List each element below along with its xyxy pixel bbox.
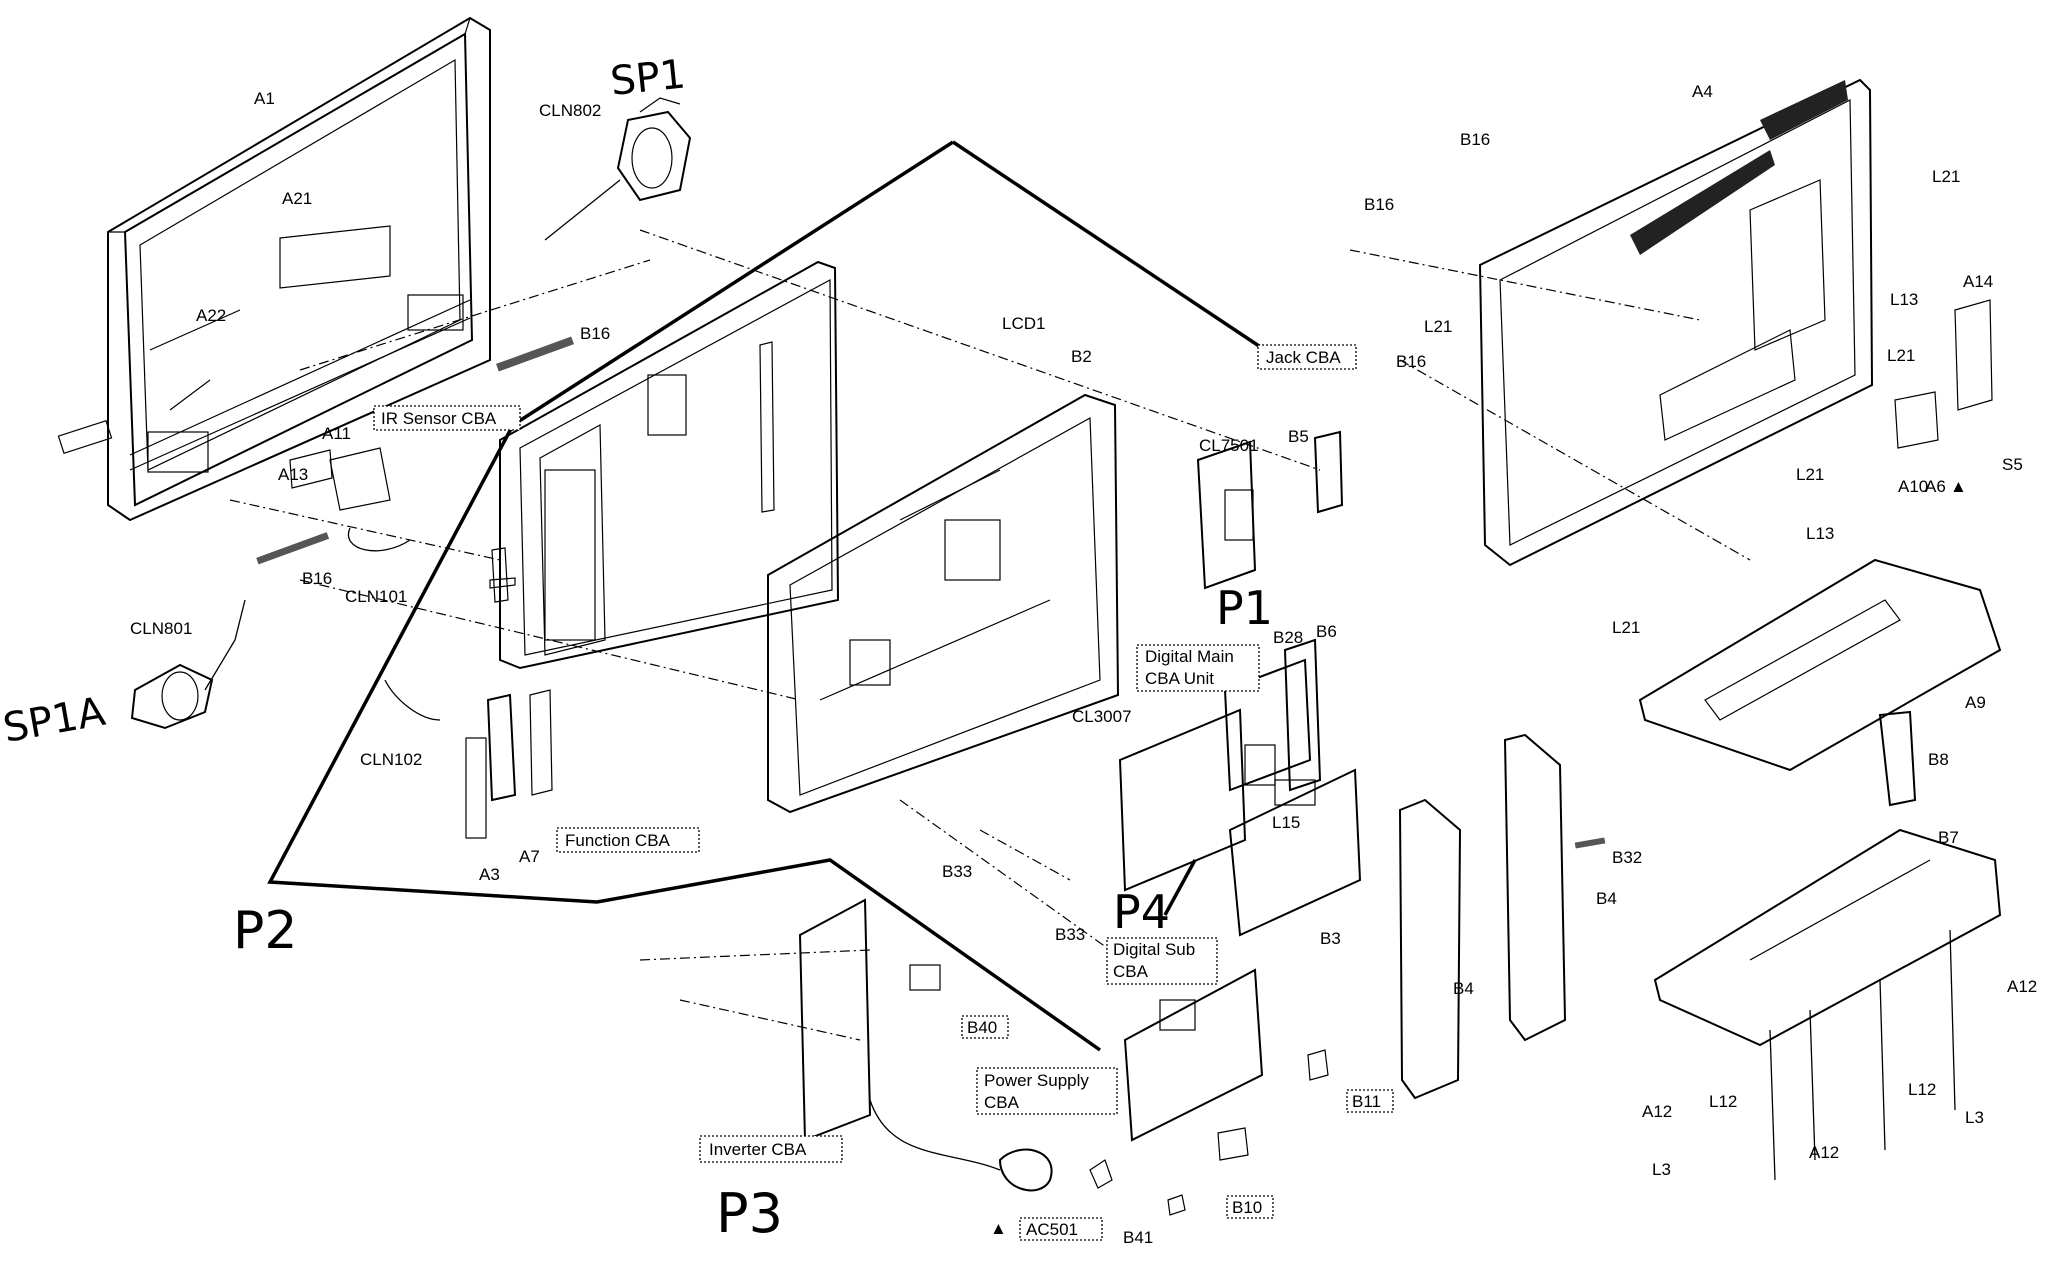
labels: A1 A21 A22 A11 A13 CLN802 B16 B16 CLN101… [130, 82, 2037, 1247]
label-a3: A3 [479, 865, 500, 884]
label-l21-e: L21 [1612, 618, 1640, 637]
label-a9: A9 [1965, 693, 1986, 712]
label-cln101: CLN101 [345, 587, 407, 606]
label-b16-d: B16 [1364, 195, 1394, 214]
label-digital-main-1: Digital Main [1145, 647, 1234, 666]
label-a12-b: A12 [1642, 1102, 1672, 1121]
hand-p2: P2 [233, 901, 297, 961]
label-b3: B3 [1320, 929, 1341, 948]
speaker-sp1a [130, 599, 246, 730]
hand-p1: P1 [1216, 581, 1273, 635]
label-l21-d: L21 [1796, 465, 1824, 484]
label-power-supply-2: CBA [984, 1093, 1020, 1112]
label-digital-sub-2: CBA [1113, 962, 1149, 981]
label-l12-b: L12 [1908, 1080, 1936, 1099]
label-cln102: CLN102 [360, 750, 422, 769]
label-b32: B32 [1612, 848, 1642, 867]
label-cl7501: CL7501 [1199, 436, 1259, 455]
label-ac501: AC501 [1026, 1220, 1078, 1239]
label-cl3007: CL3007 [1072, 707, 1132, 726]
label-cln801: CLN801 [130, 619, 192, 638]
label-a7: A7 [519, 847, 540, 866]
label-digital-sub-1: Digital Sub [1113, 940, 1195, 959]
power-supply-cba [1123, 968, 1329, 1216]
label-b40: B40 [967, 1018, 997, 1037]
label-b11: B11 [1352, 1092, 1381, 1111]
hand-p4: P4 [1113, 885, 1170, 939]
label-lcd1: LCD1 [1002, 314, 1045, 333]
label-b8: B8 [1928, 750, 1949, 769]
label-b5: B5 [1288, 427, 1309, 446]
label-b2: B2 [1071, 347, 1092, 366]
stand-columns [1398, 733, 1606, 1100]
label-b10: B10 [1232, 1198, 1262, 1217]
rear-cabinet [1478, 78, 1993, 567]
stand-base [1638, 558, 2002, 1181]
label-a10: A10 [1898, 477, 1928, 496]
label-b6: B6 [1316, 622, 1337, 641]
label-s5: S5 [2002, 455, 2023, 474]
label-b33-a: B33 [942, 862, 972, 881]
shield-plate-b2 [767, 393, 1120, 814]
label-l3-b: L3 [1652, 1160, 1671, 1179]
label-b28: B28 [1273, 628, 1303, 647]
jack-cba [1196, 430, 1344, 590]
handwritten-annotations: SP1 SP1A P1 P2 P3 P4 [0, 51, 1273, 1245]
label-b16-e: B16 [1396, 352, 1426, 371]
label-a12-c: A12 [1809, 1143, 1839, 1162]
label-power-supply-1: Power Supply [984, 1071, 1089, 1090]
label-a1: A1 [254, 89, 275, 108]
hand-sp1a: SP1A [0, 689, 109, 752]
label-digital-main-2: CBA Unit [1145, 669, 1214, 688]
label-l21-c: L21 [1887, 346, 1915, 365]
label-b16-c: B16 [1460, 130, 1490, 149]
boxed-labels: IR Sensor CBA Jack CBA Function CBA Digi… [373, 344, 1394, 1241]
label-a22: A22 [196, 306, 226, 325]
label-b4-a: B4 [1453, 979, 1474, 998]
label-b7: B7 [1938, 828, 1959, 847]
callout-lines [229, 140, 1751, 1052]
label-b16-left: B16 [302, 569, 332, 588]
label-inverter-cba: Inverter CBA [709, 1140, 807, 1159]
label-b4-b: B4 [1596, 889, 1617, 908]
lcd-panel [499, 260, 840, 670]
digital-main-cba [1118, 638, 1362, 937]
front-small-parts [256, 336, 574, 839]
hand-sp1: SP1 [608, 51, 687, 105]
label-l21-b: L21 [1424, 317, 1452, 336]
label-a6: A6 [1925, 477, 1946, 496]
label-l13-b: L13 [1806, 524, 1834, 543]
label-b33-b: B33 [1055, 925, 1085, 944]
inverter-cba [798, 898, 1113, 1192]
hand-p3: P3 [716, 1182, 783, 1245]
label-a12-a: A12 [2007, 977, 2037, 996]
label-cln802: CLN802 [539, 101, 601, 120]
label-a4: A4 [1692, 82, 1713, 101]
label-a11: A11 [322, 424, 351, 443]
label-jack-cba: Jack CBA [1266, 348, 1341, 367]
speaker-sp1 [544, 97, 692, 241]
label-function-cba: Function CBA [565, 831, 671, 850]
label-a14: A14 [1963, 272, 1993, 291]
label-b41: B41 [1123, 1228, 1153, 1247]
label-a21: A21 [282, 189, 312, 208]
warning-icon-ac501: ▲ [990, 1219, 1007, 1238]
label-l3-a: L3 [1965, 1108, 1984, 1127]
label-l12-a: L12 [1709, 1092, 1737, 1111]
label-ir-sensor: IR Sensor CBA [381, 409, 497, 428]
label-l13-a: L13 [1890, 290, 1918, 309]
warning-icon-a6: ▲ [1950, 477, 1967, 496]
label-b16-top: B16 [580, 324, 610, 343]
label-l15: L15 [1272, 813, 1300, 832]
label-l21-a: L21 [1932, 167, 1960, 186]
label-a13: A13 [278, 465, 308, 484]
front-cabinet [57, 16, 491, 522]
